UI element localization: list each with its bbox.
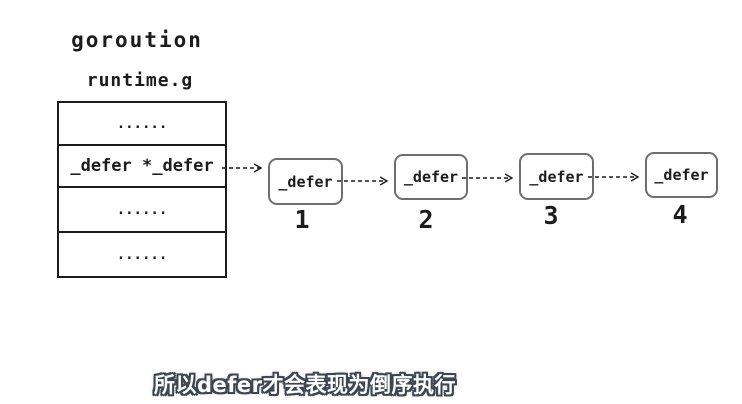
defer-node-3: _defer bbox=[519, 153, 594, 200]
struct-row-ellipsis: ...... bbox=[59, 103, 225, 146]
defer-node-index-2: 2 bbox=[418, 205, 434, 234]
diagram-title: goroution bbox=[71, 28, 203, 52]
struct-row-text: ...... bbox=[116, 115, 168, 132]
defer-node-label: _defer bbox=[403, 168, 459, 186]
defer-node-label: _defer bbox=[654, 166, 709, 184]
struct-row-defer-field: _defer *_defer bbox=[59, 146, 225, 188]
defer-node-index-1: 1 bbox=[294, 205, 310, 234]
struct-row-text: ...... bbox=[116, 246, 168, 263]
defer-node-index-4: 4 bbox=[672, 200, 688, 229]
struct-row-text: ...... bbox=[116, 201, 168, 218]
defer-node-label: _defer bbox=[278, 172, 333, 191]
defer-node-4: _defer bbox=[645, 152, 718, 198]
struct-row-ellipsis: ...... bbox=[59, 188, 225, 233]
defer-node-1: _defer bbox=[268, 158, 343, 205]
struct-row-ellipsis: ...... bbox=[59, 233, 225, 276]
struct-name-label: runtime.g bbox=[86, 70, 194, 91]
subtitle-caption: 所以defer才会表现为倒序执行 bbox=[153, 373, 457, 397]
defer-node-2: _defer bbox=[394, 154, 468, 200]
struct-row-text: _defer *_defer bbox=[70, 156, 214, 176]
defer-node-index-3: 3 bbox=[543, 201, 559, 230]
runtime-g-struct: ...... _defer *_defer ...... ...... bbox=[57, 101, 227, 278]
defer-node-label: _defer bbox=[529, 167, 584, 186]
